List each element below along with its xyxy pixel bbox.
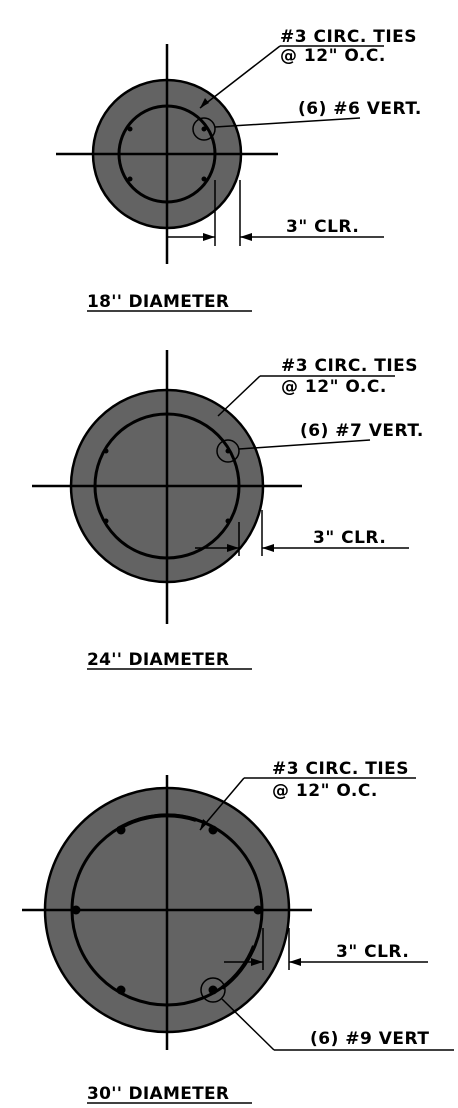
vertical-bars: [71, 825, 263, 995]
dimension-arrow: [203, 233, 215, 241]
section-caption: 18'' DIAMETER: [87, 292, 229, 312]
rebar: [208, 825, 218, 835]
section-caption: 24'' DIAMETER: [87, 650, 229, 670]
dimension-arrow: [240, 233, 252, 241]
rebar: [201, 126, 207, 132]
bar-leader: [214, 117, 361, 128]
bar-label: (6) #6 VERT.: [298, 99, 422, 119]
tie-label-line2: @ 12" O.C.: [281, 377, 387, 397]
rebar: [208, 985, 218, 995]
rebar: [225, 448, 231, 454]
dimension-arrow: [289, 958, 301, 966]
tie-lap-splice: [220, 945, 256, 990]
rebar: [127, 176, 133, 182]
vertical-bars: [127, 126, 207, 182]
bar-label: (6) #7 VERT.: [300, 421, 424, 441]
dimension-arrow: [262, 544, 274, 552]
rebar: [127, 126, 133, 132]
tie-leader-arrow: [200, 819, 208, 830]
section-24-diameter: #3 CIRC. TIES @ 12" O.C. (6) #7 VERT. 3"…: [32, 350, 424, 670]
rebar: [103, 448, 109, 454]
tie-lap-splice: [116, 813, 197, 831]
tie-leader: [199, 777, 245, 831]
clear-cover-label: 3" CLR.: [286, 217, 359, 237]
rebar: [116, 985, 126, 995]
dimension-arrow: [227, 544, 239, 552]
tie-label-line1: #3 CIRC. TIES: [280, 27, 417, 47]
section-caption: 30'' DIAMETER: [87, 1084, 229, 1104]
vertical-bars: [103, 448, 231, 524]
tie-label-line2: @ 12" O.C.: [280, 46, 386, 66]
tie-label-line1: #3 CIRC. TIES: [281, 356, 418, 376]
rebar: [225, 518, 231, 524]
section-30-diameter: (6) #9 VERT #3 CIRC. TIES @ 12" O.C. 3" …: [22, 759, 454, 1104]
bar-callout-circle: [200, 977, 226, 1003]
tie-leader-arrow: [200, 98, 209, 108]
tie-leader: [217, 375, 261, 417]
tie-label-line2: @ 12" O.C.: [272, 781, 378, 801]
section-18-diameter: #3 CIRC. TIES @ 12" O.C. (6) #6 VERT. 3"…: [56, 27, 422, 312]
tie-label-line1: #3 CIRC. TIES: [272, 759, 409, 779]
clear-cover-label: 3" CLR.: [313, 528, 386, 548]
tie-leader: [199, 45, 281, 109]
bar-callout-circle: [192, 117, 216, 141]
rebar: [116, 825, 126, 835]
clear-cover-label: 3" CLR.: [336, 942, 409, 962]
bar-callout-circle: [216, 439, 240, 463]
bar-label: (6) #9 VERT: [310, 1029, 429, 1049]
rebar: [201, 176, 207, 182]
dimension-arrow: [251, 958, 263, 966]
bar-leader: [221, 998, 275, 1051]
rebar: [103, 518, 109, 524]
bar-leader: [238, 439, 371, 450]
